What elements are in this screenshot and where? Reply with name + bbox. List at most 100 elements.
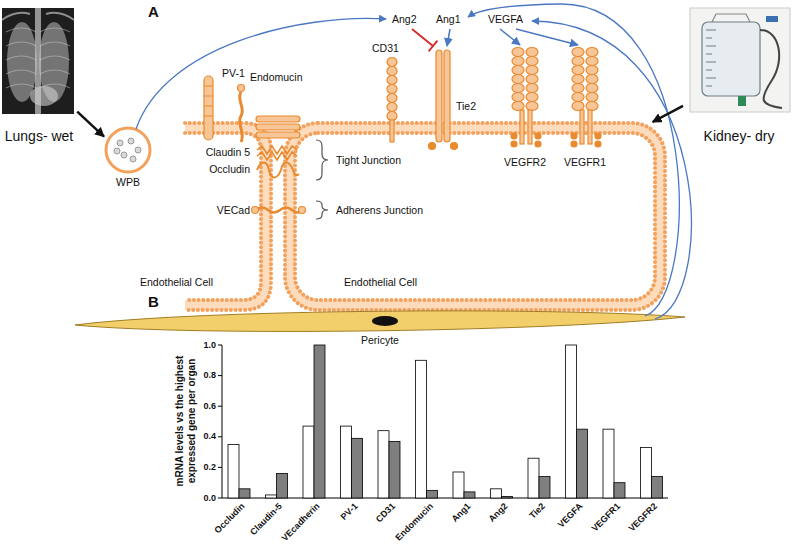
vegf-receptor-2 — [572, 66, 584, 75]
chart-bar — [378, 431, 389, 498]
membrane-proteins — [451, 143, 458, 150]
vegf-receptor-2 — [586, 66, 598, 75]
tight-junction-bracket — [316, 140, 328, 180]
category-label: CD31 — [374, 501, 398, 525]
vegf-receptor-2 — [588, 110, 592, 144]
chart-bar — [603, 429, 614, 498]
wpb-vesicle — [106, 128, 150, 172]
signal-arrows — [516, 29, 578, 45]
chart-bar — [652, 477, 663, 498]
wpb-vesicle — [130, 156, 136, 162]
junction-proteins — [256, 124, 300, 130]
membrane-proteins — [238, 85, 245, 92]
vegf-receptor-2 — [586, 102, 598, 111]
vegf-receptor-2 — [586, 93, 598, 102]
chart-bar — [453, 472, 464, 498]
junction-proteins — [257, 152, 297, 160]
protein-label: Occludin — [209, 163, 250, 176]
junction-proteins — [252, 207, 259, 214]
ligand-label: Ang1 — [436, 13, 461, 26]
vegf-receptor-1 — [520, 110, 524, 144]
vegf-receptor-1 — [511, 48, 541, 148]
category-label: VEcadherin — [280, 501, 323, 544]
receptor-label: VEGFR1 — [564, 156, 606, 169]
membrane-proteins — [387, 76, 397, 85]
vegf-receptor-1 — [526, 66, 538, 75]
junction-proteins — [256, 116, 300, 122]
vegf-receptor-1 — [526, 75, 538, 84]
wpb-vesicle — [114, 148, 120, 154]
ligand-label: VEGFA — [488, 13, 523, 26]
membrane-proteins — [429, 143, 436, 150]
wpb-vesicle — [128, 138, 134, 144]
adherens-junction-bracket — [316, 201, 328, 219]
drainage-bag-image — [712, 14, 750, 22]
membrane-proteins — [387, 112, 397, 121]
image-panel: Kidney- dry — [683, 6, 795, 146]
chart-axes — [218, 345, 222, 346]
pericyte-shape: Pericyte — [75, 304, 685, 348]
vegf-receptor-1 — [512, 75, 524, 84]
wpb-vesicle — [117, 140, 123, 146]
chart-bar — [566, 345, 577, 498]
secretion-curves — [136, 18, 386, 129]
chart-bar — [314, 345, 325, 498]
node-label: Pericyte — [361, 334, 399, 347]
category-label: PV-1 — [339, 501, 360, 522]
drainage-bag-image — [766, 16, 778, 22]
chart-bar — [228, 444, 239, 498]
cell-membrane — [185, 133, 261, 300]
vesicle-circle: WPB — [104, 126, 152, 192]
signal-arrows — [412, 29, 578, 51]
junction-proteins — [256, 208, 304, 213]
membrane-proteins — [204, 76, 213, 140]
receptor-label: VEGFR2 — [504, 156, 546, 169]
cell-membrane — [295, 133, 655, 300]
chart-bar — [577, 429, 588, 498]
membrane-proteins — [387, 94, 397, 103]
vegf-receptor-2 — [586, 84, 598, 93]
signal-arrows — [412, 29, 437, 51]
category-label: VEGFR2 — [627, 501, 660, 534]
receptor-label: Tie2 — [456, 100, 476, 113]
category-label: Claudin-5 — [248, 501, 285, 538]
bracket-label: Adherens Junction — [336, 204, 423, 217]
protein-label: Claudin 5 — [206, 146, 250, 159]
drainage-bag-image — [690, 8, 790, 112]
vegf-receptor-1 — [526, 93, 538, 102]
vegf-receptor-2 — [586, 75, 598, 84]
vegf-receptor-1 — [528, 110, 532, 144]
node-label: Kidney- dry — [704, 128, 775, 145]
xray-image — [30, 86, 58, 106]
vegf-receptor-2 — [572, 93, 584, 102]
junction-proteins — [256, 132, 300, 138]
chart-axes — [218, 436, 222, 437]
pericyte-cell — [75, 311, 685, 332]
cell-outline: Endothelial Cell — [284, 122, 666, 311]
image-panel: Lungs- wet — [1, 6, 77, 146]
membrane-proteins — [204, 50, 458, 150]
pericyte-cell — [75, 311, 685, 332]
tight-junction-bracket — [316, 140, 328, 180]
vegf-receptor-2 — [572, 75, 584, 84]
signal-arrows — [447, 29, 450, 46]
node-label: Lungs- wet — [5, 128, 73, 145]
chart-bar — [427, 490, 438, 498]
vegf-receptor-2 — [586, 48, 598, 57]
drainage-bag-image — [690, 8, 790, 112]
cell-membrane — [290, 128, 660, 305]
category-label: Ang2 — [487, 501, 511, 525]
membrane-proteins — [387, 85, 397, 94]
vegf-receptor-1 — [535, 133, 541, 139]
node-label: WPB — [116, 176, 140, 189]
tick-label: 0.6 — [203, 401, 216, 412]
vegf-receptor-2 — [595, 141, 601, 147]
chart-bar — [341, 426, 352, 498]
membrane-proteins — [240, 92, 243, 142]
secretion-curves — [532, 21, 691, 319]
xray-image — [6, 28, 70, 88]
chart-bar — [614, 483, 625, 498]
